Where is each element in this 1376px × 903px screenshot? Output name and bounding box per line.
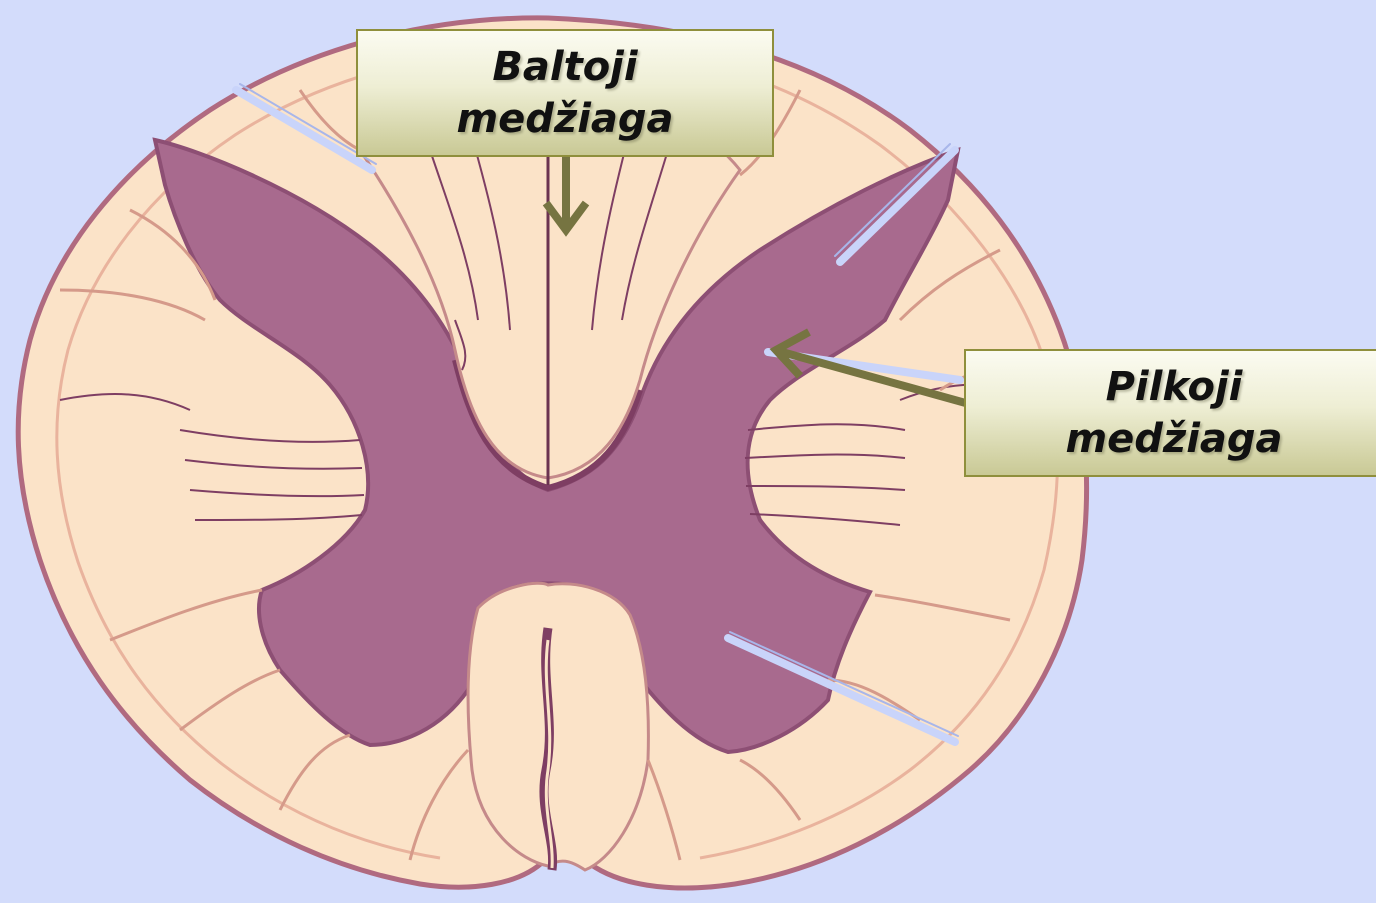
white-matter-label-line1: Baltoji bbox=[492, 41, 637, 93]
white-matter-label-line2: medžiaga bbox=[456, 93, 673, 145]
grey-matter-callout: Pilkoji medžiaga bbox=[964, 349, 1376, 477]
white-matter-callout: Baltoji medžiaga bbox=[356, 29, 774, 157]
anterior-columns bbox=[468, 583, 648, 870]
grey-matter-label-line1: Pilkoji bbox=[1106, 361, 1243, 413]
grey-matter-label-line2: medžiaga bbox=[1065, 413, 1282, 465]
